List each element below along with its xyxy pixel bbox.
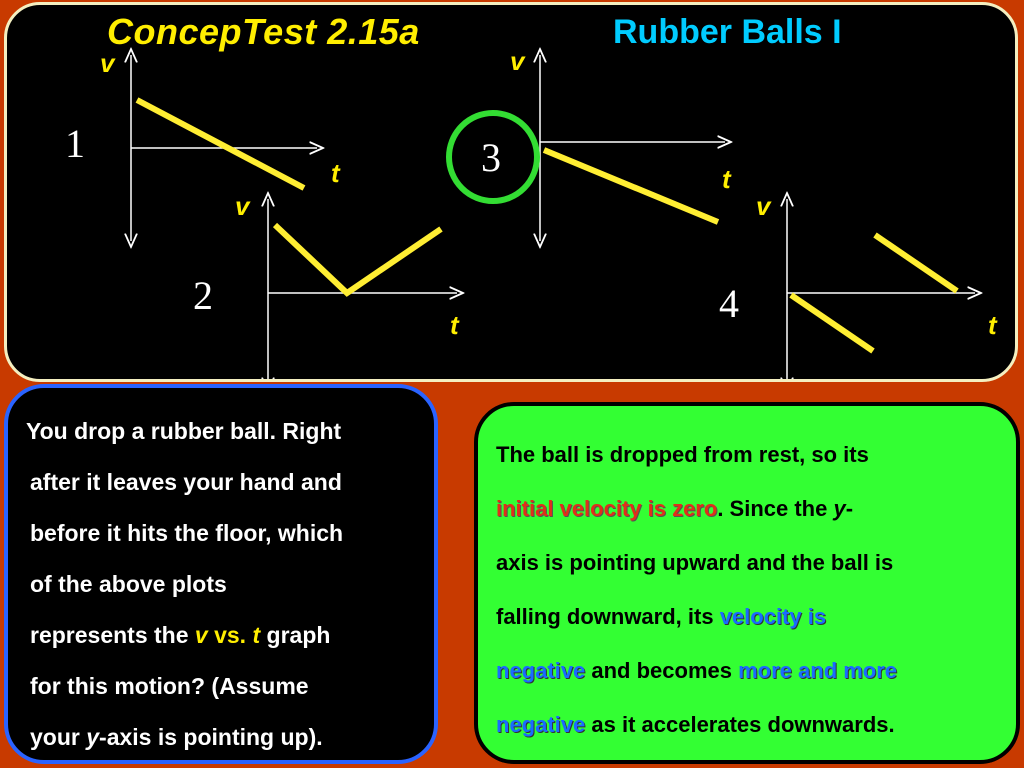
plot-2[interactable]: v t 2 bbox=[193, 191, 460, 382]
plot-1-v-label: v bbox=[100, 48, 116, 78]
plot-1-t-label: t bbox=[331, 158, 341, 188]
plot-4-number: 4 bbox=[719, 281, 739, 326]
y-symbol: y bbox=[86, 724, 100, 750]
plot-4-t-label: t bbox=[988, 310, 998, 340]
answer-line: negative and becomes more and more bbox=[496, 644, 1008, 698]
question-line: before it hits the floor, which bbox=[30, 520, 344, 546]
answer-panel: The ball is dropped from rest, so its in… bbox=[474, 402, 1020, 764]
question-line: You drop a rubber ball. Right bbox=[26, 418, 342, 444]
plot-4-curve-upper bbox=[873, 232, 959, 294]
plot-3[interactable]: v t 3 bbox=[446, 46, 732, 241]
question-text: represents the bbox=[30, 622, 195, 648]
plot-2-number: 2 bbox=[193, 273, 213, 318]
answer-text: and becomes bbox=[585, 658, 739, 683]
answer-line: initial velocity is zero. Since the y- bbox=[496, 482, 1008, 536]
y-symbol: y bbox=[833, 496, 846, 521]
plot-4-curve-lower bbox=[789, 292, 875, 354]
plot-3-number: 3 bbox=[481, 135, 501, 180]
question-text: -axis is pointing up). bbox=[99, 724, 323, 750]
plot-1[interactable]: v t 1 bbox=[65, 48, 341, 241]
question-line: of the above plots bbox=[30, 571, 227, 597]
plot-4-v-label: v bbox=[756, 191, 772, 221]
plots-drawing: v t 1 v t 3 v t 2 v bbox=[65, 46, 998, 382]
concept-test-title: ConcepTest 2.15a bbox=[107, 11, 420, 52]
answer-line: The ball is dropped from rest, so its bbox=[496, 442, 869, 467]
question-line: after it leaves your hand and bbox=[30, 469, 342, 495]
answer-line: falling downward, its velocity is bbox=[496, 590, 1008, 644]
v-symbol: v bbox=[194, 622, 208, 648]
plot-2-v-label: v bbox=[235, 191, 251, 221]
plots-panel: ConcepTest 2.15a Rubber Balls I v t 1 v … bbox=[4, 2, 1018, 382]
plot-2-t-label: t bbox=[450, 310, 460, 340]
negative-emphasis: negative bbox=[496, 712, 586, 737]
plot-1-curve bbox=[135, 97, 306, 191]
question-panel: You drop a rubber ball. Right after it l… bbox=[4, 384, 438, 764]
plot-2-curve bbox=[272, 222, 443, 297]
t-symbol: t bbox=[252, 622, 261, 648]
negative-emphasis: negative bbox=[496, 658, 586, 683]
negative-velocity-emphasis: velocity is bbox=[719, 604, 827, 629]
answer-text: falling downward, its bbox=[496, 604, 720, 629]
question-line: your y-axis is pointing up). bbox=[26, 712, 424, 763]
plot-3-curve bbox=[542, 147, 720, 225]
answer-text: - bbox=[845, 496, 854, 521]
plot-1-number: 1 bbox=[65, 121, 85, 166]
answer-line: axis is pointing upward and the ball is bbox=[496, 550, 894, 575]
answer-text: as it accelerates downwards. bbox=[585, 712, 895, 737]
answer-highlight-circle bbox=[446, 110, 540, 204]
plot-3-t-label: t bbox=[722, 164, 732, 194]
plot-4[interactable]: v t 4 bbox=[719, 191, 998, 382]
topic-title: Rubber Balls I bbox=[613, 13, 842, 51]
question-line: represents the v vs. t graph bbox=[26, 610, 424, 661]
question-line: for this motion? (Assume bbox=[30, 673, 309, 699]
more-and-more-emphasis: more and more bbox=[738, 658, 898, 683]
vs-text: vs. bbox=[207, 622, 253, 648]
question-text: your bbox=[30, 724, 87, 750]
initial-velocity-emphasis: initial velocity is zero bbox=[496, 496, 718, 521]
question-text: graph bbox=[260, 622, 331, 648]
plot-3-v-label: v bbox=[510, 46, 526, 76]
answer-line: negative as it accelerates downwards. bbox=[496, 698, 1008, 752]
answer-text: . Since the bbox=[717, 496, 834, 521]
